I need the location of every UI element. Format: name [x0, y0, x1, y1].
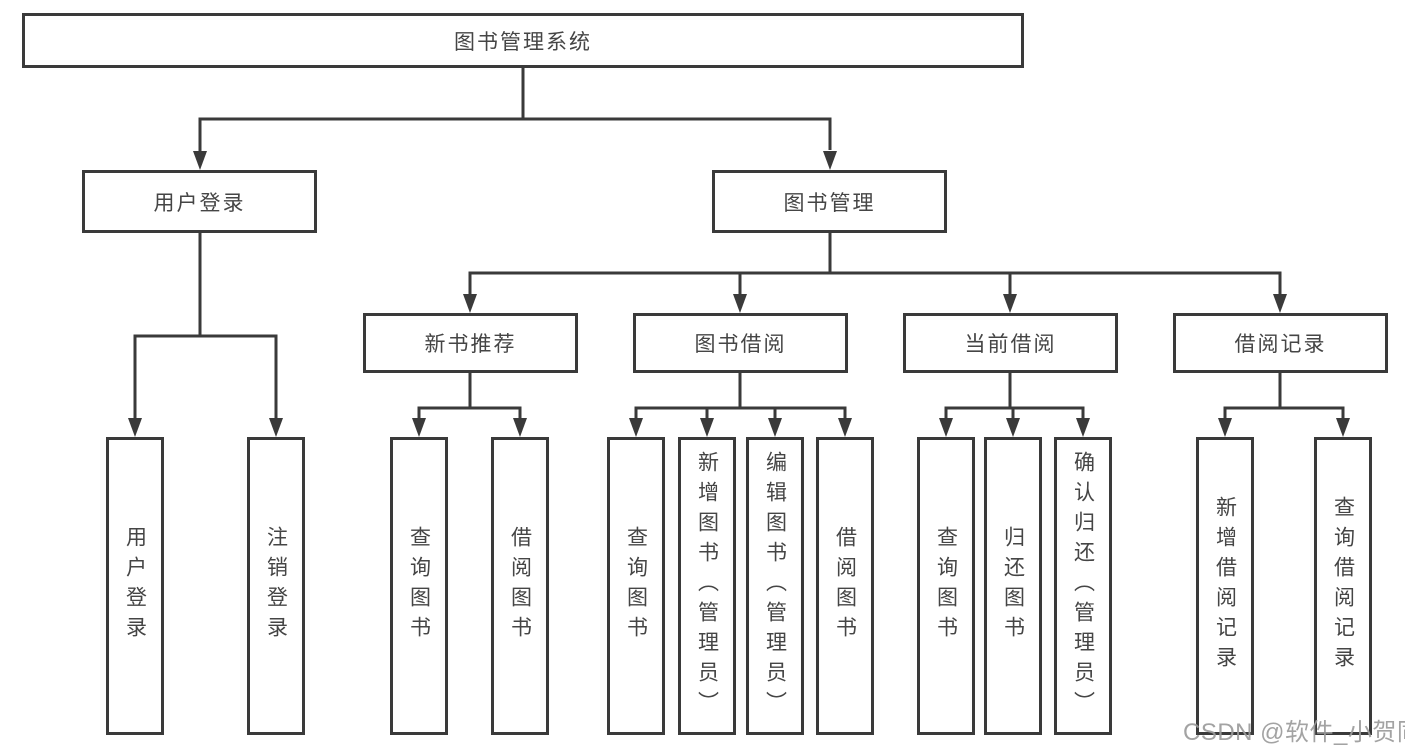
leaf-borrow-add-books-admin: 新增图书（管理员） [678, 437, 736, 735]
leaf-current-query-books-label: 查询图书 [934, 526, 958, 646]
leaf-recommend-borrow-books: 借阅图书 [491, 437, 549, 735]
node-root: 图书管理系统 [22, 13, 1024, 68]
leaf-logout: 注销登录 [247, 437, 305, 735]
leaf-borrow-borrow-books: 借阅图书 [816, 437, 874, 735]
leaf-records-add-record: 新增借阅记录 [1196, 437, 1254, 735]
node-user-login-label: 用户登录 [153, 191, 246, 215]
node-user-login: 用户登录 [82, 170, 317, 233]
leaf-recommend-query-books-label: 查询图书 [407, 526, 431, 646]
leaf-logout-label: 注销登录 [264, 526, 288, 646]
leaf-borrow-edit-books-admin-label: 编辑图书（管理员） [763, 451, 787, 721]
leaf-records-add-record-label: 新增借阅记录 [1213, 496, 1237, 676]
node-book-management-label: 图书管理 [783, 191, 876, 215]
leaf-records-query-record: 查询借阅记录 [1314, 437, 1372, 735]
leaf-current-confirm-return-admin: 确认归还（管理员） [1054, 437, 1112, 735]
node-current-borrow: 当前借阅 [903, 313, 1118, 373]
node-root-label: 图书管理系统 [454, 30, 592, 54]
leaf-borrow-borrow-books-label: 借阅图书 [833, 526, 857, 646]
node-borrow-records: 借阅记录 [1173, 313, 1388, 373]
leaf-current-query-books: 查询图书 [917, 437, 975, 735]
leaf-user-login-label: 用户登录 [123, 526, 147, 646]
leaf-current-return-books-label: 归还图书 [1001, 526, 1025, 646]
leaf-current-confirm-return-admin-label: 确认归还（管理员） [1071, 451, 1095, 721]
leaf-borrow-query-books: 查询图书 [607, 437, 665, 735]
leaf-user-login: 用户登录 [106, 437, 164, 735]
node-book-management: 图书管理 [712, 170, 947, 233]
node-borrow-records-label: 借阅记录 [1234, 333, 1327, 356]
node-book-borrow: 图书借阅 [633, 313, 848, 373]
watermark: CSDN @软件_小贺同学 [1183, 719, 1405, 746]
node-current-borrow-label: 当前借阅 [964, 333, 1057, 356]
leaf-borrow-edit-books-admin: 编辑图书（管理员） [746, 437, 804, 735]
leaf-borrow-query-books-label: 查询图书 [624, 526, 648, 646]
node-new-book-recommend: 新书推荐 [363, 313, 578, 373]
leaf-current-return-books: 归还图书 [984, 437, 1042, 735]
leaf-recommend-borrow-books-label: 借阅图书 [508, 526, 532, 646]
leaf-records-query-record-label: 查询借阅记录 [1331, 496, 1355, 676]
node-book-borrow-label: 图书借阅 [694, 333, 787, 356]
leaf-recommend-query-books: 查询图书 [390, 437, 448, 735]
leaf-borrow-add-books-admin-label: 新增图书（管理员） [695, 451, 719, 721]
node-new-book-recommend-label: 新书推荐 [424, 333, 517, 356]
